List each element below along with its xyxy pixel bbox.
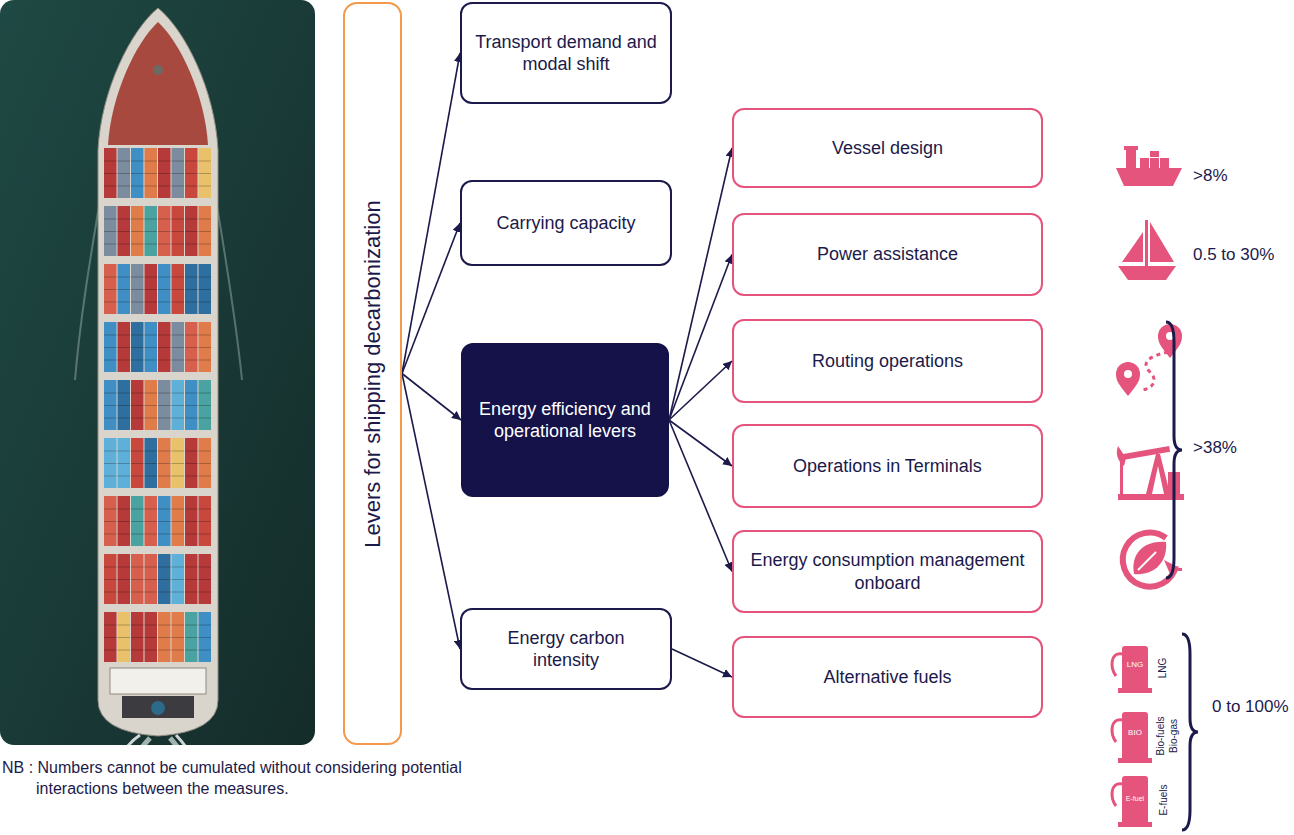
fuel-label: E-fuels [1158,784,1169,815]
pump-label: E-fuel [1126,795,1144,802]
fuel-label: LNG [1157,658,1168,679]
box-text: Power assistance [817,243,958,266]
highlight-box: Energy efficiency and operational levers [461,343,669,497]
box-text: Operations in Terminals [793,455,982,478]
measure-box: Energy consumption management onboard [732,530,1043,613]
lever-box: Energy carbon intensity [460,608,672,690]
lever-band: Levers for shipping decarbonization [343,2,402,745]
measure-box: Routing operations [732,319,1043,403]
box-text: Routing operations [812,350,963,373]
arrow-connector [672,649,732,677]
pump-label: BIO [1128,728,1142,737]
percent-label: >38% [1193,438,1237,458]
measure-box: Power assistance [732,213,1043,296]
arrow-connector [669,420,732,572]
arrow-connector [669,148,732,420]
box-text: Levers for shipping decarbonization [359,200,387,547]
box-text: Alternative fuels [823,666,951,689]
box-text: Transport demand and modal shift [474,31,658,76]
fuel-label: Bio-fuels [1155,717,1166,756]
box-text: Energy efficiency and operational levers [475,398,655,443]
measure-box: Vessel design [732,108,1043,188]
lever-box: Transport demand and modal shift [460,2,672,104]
measure-box: Operations in Terminals [732,424,1043,508]
percent-label: >8% [1193,166,1228,186]
lever-box: Carrying capacity [460,180,672,266]
measure-box: Alternative fuels [732,636,1043,718]
arrow-connector [669,255,732,421]
box-text: Energy carbon intensity [474,627,658,672]
box-text: Vessel design [832,137,943,160]
fuel-label: Bio-gas [1168,719,1179,753]
arrow-connector [402,223,460,374]
arrow-connector [402,53,460,374]
footnote: NB : Numbers cannot be cumulated without… [2,758,506,800]
pump-label: LNG [1127,660,1143,669]
percent-label: 0.5 to 30% [1193,245,1274,265]
percent-label: 0 to 100% [1212,697,1289,717]
box-text: Energy consumption management onboard [746,549,1029,594]
arrow-connector [669,361,732,420]
arrow-connector [402,374,460,650]
box-text: Carrying capacity [496,212,635,235]
